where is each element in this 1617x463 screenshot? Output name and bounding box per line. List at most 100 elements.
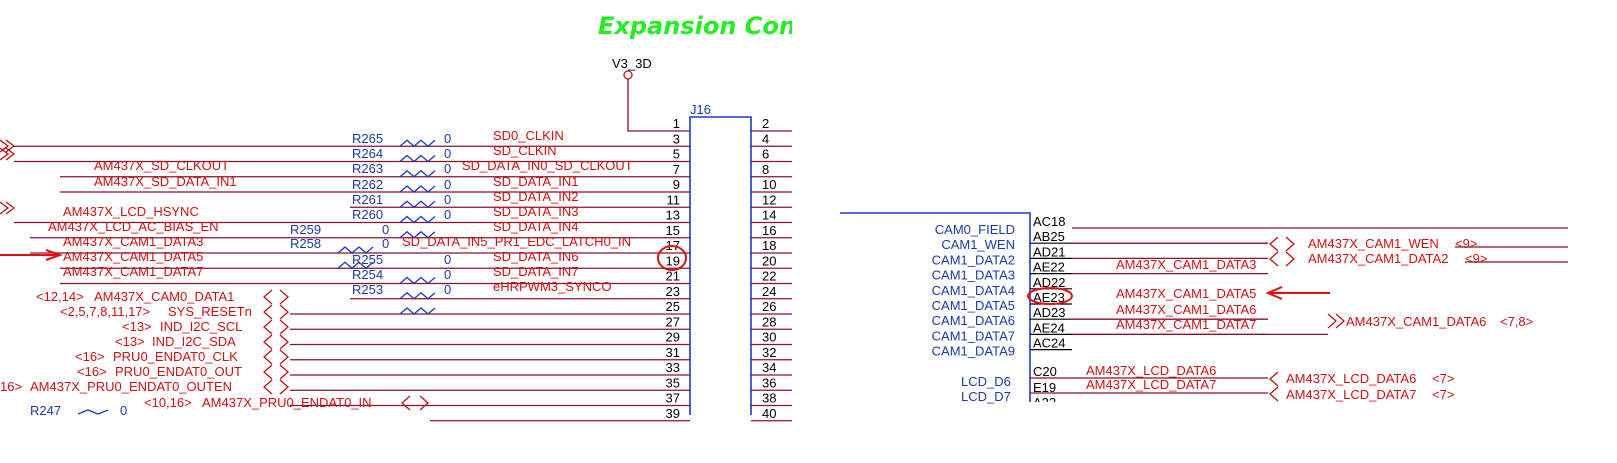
connector-pin: 16: [762, 223, 776, 238]
wire-label: AM437X_CAM1_DATA7: [1116, 317, 1256, 332]
net-wire: [1030, 246, 1568, 394]
power-label: V3_3D: [612, 56, 652, 71]
net-label: SD_DATA_IN3: [493, 204, 579, 219]
connector-pin: 4: [762, 131, 769, 146]
offpage-ref: <10,16>: [144, 395, 192, 410]
offpage-connector: [1269, 251, 1295, 267]
connector-pin: 7: [673, 162, 680, 177]
device-signal: CAM1_DATA9: [932, 344, 1015, 359]
power-symbol: [623, 70, 633, 80]
offpage-net: IND_I2C_SDA: [152, 334, 236, 349]
net-label: AM437X_LCD_HSYNC: [63, 204, 199, 219]
net-label: SD_DATA_IN5_PR1_EDC_LATCH0_IN: [402, 234, 631, 249]
resistor-value: 0: [444, 282, 451, 297]
resistor-ref: R253: [352, 282, 383, 297]
resistor-value: 0: [120, 403, 127, 418]
schematic-title: Expansion Conn: [598, 12, 813, 40]
connector-ref: J16: [690, 102, 711, 117]
offpage-ref: <16>: [77, 364, 107, 379]
power-wire: [627, 79, 690, 132]
resistor-value: 0: [444, 161, 451, 176]
connector-pin: 36: [762, 375, 776, 390]
connector-pin: 6: [762, 147, 769, 162]
offpage-connector: [263, 334, 289, 350]
offpage-connector: [0, 147, 16, 161]
offpage-net: AM437X_CAM1_DATA6: [1346, 314, 1486, 329]
connector-pin: 27: [666, 314, 680, 329]
resistor-ref: R263: [352, 161, 383, 176]
markup-arrow: [1265, 286, 1330, 300]
offpage-net: AM437X_CAM1_WEN: [1308, 236, 1439, 251]
net-label: AM437X_CAM1_DATA3: [63, 234, 203, 249]
offpage-connector: [401, 395, 429, 411]
device-signal: CAM1_DATA6: [932, 313, 1015, 328]
resistor-ref: R265: [352, 131, 383, 146]
resistor-ref: R247: [30, 403, 61, 418]
resistor-symbols: [337, 139, 436, 315]
net-label: SD_DATA_IN6: [493, 249, 579, 264]
connector-pin: 26: [762, 299, 776, 314]
offpage-ref: <13>: [122, 319, 152, 334]
offpage-connector: [263, 304, 289, 320]
connector-pin: 40: [762, 406, 776, 421]
resistor-value: 0: [444, 267, 451, 282]
connector-pin: 29: [666, 330, 680, 345]
device-ball: AB25: [1033, 229, 1065, 244]
resistor-value: 0: [382, 222, 389, 237]
device-ball: AE23: [1033, 290, 1065, 305]
device-signal: CAM1_DATA7: [932, 328, 1015, 343]
offpage-ref: <16>: [75, 349, 105, 364]
net-label: eHRPWM3_SYNCO: [493, 279, 611, 294]
resistor-symbol: [399, 154, 436, 163]
resistor-value: 0: [444, 177, 451, 192]
wire-label: AM437X_CAM1_DATA6: [1116, 302, 1256, 317]
wire-label: AM437X_LCD_DATA7: [1086, 377, 1216, 392]
connector-pin: 14: [762, 208, 776, 223]
resistor-symbol: [399, 307, 436, 315]
markup-circle: [1027, 287, 1073, 305]
net-label: AM437X_LCD_AC_BIAS_EN: [48, 219, 219, 234]
resistor-ref: R260: [352, 207, 383, 222]
offpage-ref: <7,8>: [1500, 314, 1533, 329]
offpage-connector: [1269, 371, 1279, 387]
resistor-ref: R262: [352, 177, 383, 192]
connector-pin: 34: [762, 360, 776, 375]
net-label: SD_DATA_IN2: [493, 189, 579, 204]
resistor-value: 0: [444, 131, 451, 146]
offpage-net: AM437X_PRU0_ENDAT0_IN: [202, 395, 372, 410]
resistor-ref: R258: [290, 236, 321, 251]
offpage-connector: [1327, 313, 1345, 329]
offpage-ref: <7>: [1432, 387, 1454, 402]
offpage-ref: <13>: [115, 334, 145, 349]
connector-pin: 1: [673, 116, 680, 131]
left-wires: [14, 145, 690, 422]
connector-body: [689, 116, 752, 415]
net-label: AM437X_CAM1_DATA5: [63, 249, 203, 264]
net-label: SD_DATA_IN0_SD_CLKOUT: [462, 158, 633, 173]
connector-pin: 31: [666, 345, 680, 360]
resistor-symbol: [77, 409, 109, 415]
resistor-ref: R259: [290, 222, 321, 237]
offpage-connector: [0, 201, 16, 215]
net-label: SD_CLKIN: [493, 143, 557, 158]
right-wires: [1030, 227, 1568, 394]
offpage-net: IND_I2C_SCL: [160, 319, 242, 334]
resistor-symbol: [337, 246, 374, 254]
net-label: AM437X_SD_DATA_IN1: [94, 174, 237, 189]
device-signal: CAM1_DATA5: [932, 298, 1015, 313]
offpage-connector: [1269, 236, 1295, 252]
device-ball: AD23: [1033, 305, 1066, 320]
device-signal: CAM0_FIELD: [935, 222, 1015, 237]
resistor-ref: R264: [352, 146, 383, 161]
connector-pin: 5: [673, 147, 680, 162]
offpage-net: SYS_RESETn: [168, 304, 252, 319]
connector-pin: 15: [666, 223, 680, 238]
resistor-symbol: [399, 230, 436, 239]
resistor-symbol: [399, 215, 436, 224]
connector-pin: 35: [666, 375, 680, 390]
offpage-connector: [263, 364, 289, 380]
resistor-value: 0: [444, 252, 451, 267]
resistor-value: 0: [382, 236, 389, 251]
